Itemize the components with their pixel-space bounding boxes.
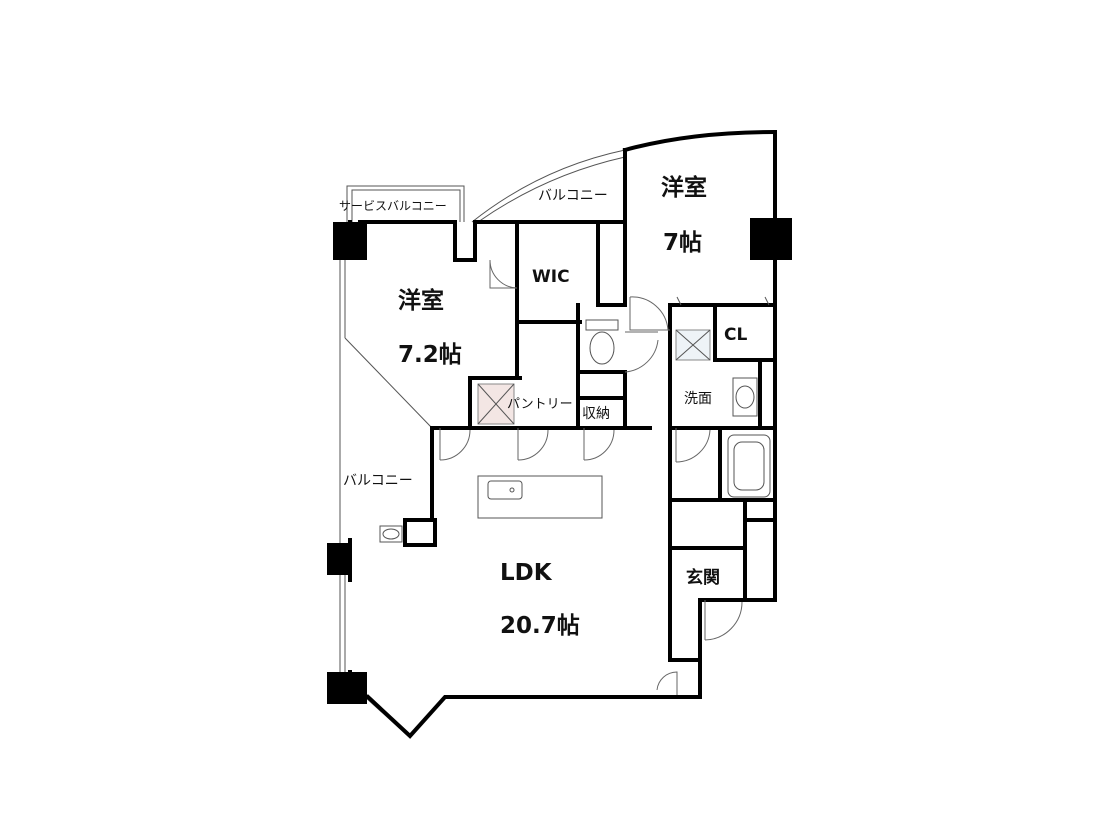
western-room-left-size: 7.2帖	[398, 342, 462, 368]
top-balcony-label: バルコニー	[538, 188, 608, 204]
door-swings	[439, 259, 743, 695]
interior-walls	[403, 220, 777, 662]
column-bottom-left	[327, 672, 367, 704]
top-balcony-outline	[471, 149, 626, 223]
ldk-window	[339, 575, 409, 737]
left-balcony-label: バルコニー	[343, 473, 413, 489]
storage-label: 収納	[582, 406, 610, 422]
fixtures	[379, 296, 771, 543]
column-top-left	[333, 222, 367, 260]
washroom-label: 洗面	[684, 391, 712, 407]
service-balcony-outline	[346, 185, 465, 222]
ldk-size: 20.7帖	[500, 613, 580, 639]
western-room-right-size: 7帖	[663, 230, 702, 256]
pantry-label: パントリー	[507, 397, 573, 412]
exterior-walls	[348, 129, 778, 739]
wic-label: WIC	[532, 267, 570, 287]
ldk-name: LDK	[500, 560, 553, 586]
western-room-right-name: 洋室	[661, 174, 707, 201]
service-balcony-label: サービスバルコニー	[339, 199, 447, 213]
entrance-label: 玄関	[686, 567, 720, 588]
column-right	[750, 218, 792, 260]
column-left-middle	[327, 543, 351, 575]
cl-label: CL	[724, 325, 747, 345]
western-room-left-name: 洋室	[398, 287, 444, 314]
